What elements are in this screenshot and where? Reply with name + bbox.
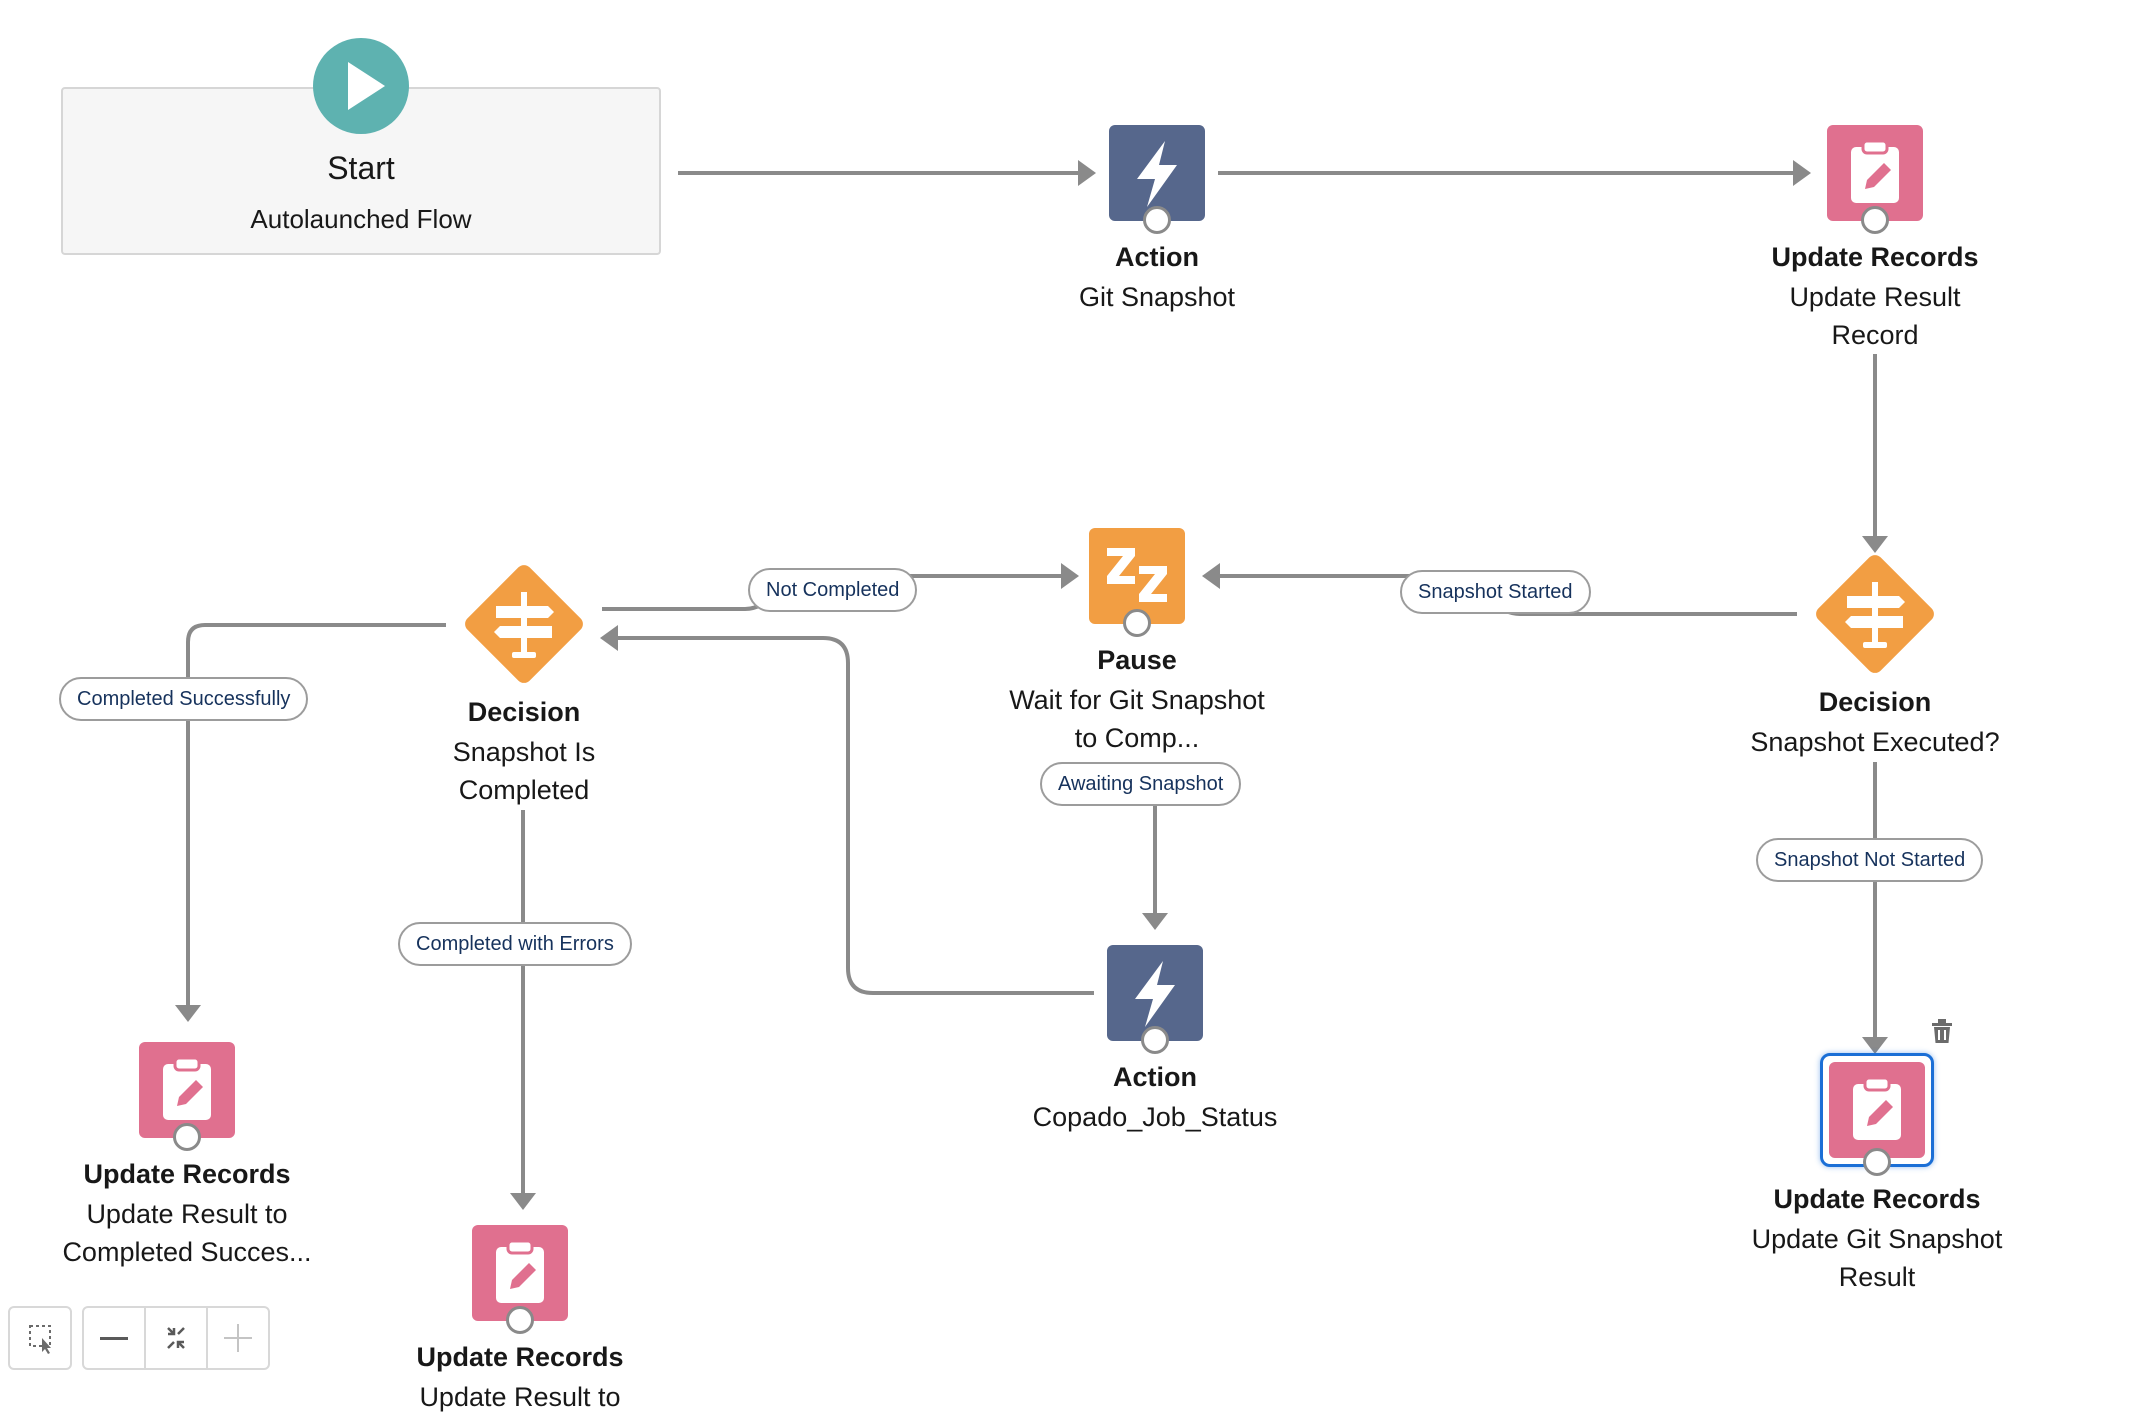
select-elements-button[interactable]: [8, 1306, 72, 1370]
edge-job-status-to-decision: [612, 636, 1094, 995]
start-subtitle: Autolaunched Flow: [250, 204, 472, 234]
node-type: Update Records: [1773, 1184, 1981, 1214]
node-connector[interactable]: [1861, 206, 1889, 234]
node-label: Git Snapshot: [1078, 282, 1236, 312]
node-connector[interactable]: [1143, 206, 1171, 234]
select-elements-icon: [29, 1325, 51, 1354]
lightning-icon[interactable]: [1109, 125, 1205, 221]
edge-label-snapshot-started[interactable]: Snapshot Started: [1400, 570, 1591, 614]
play-icon: [313, 38, 409, 134]
edge-label-not-completed[interactable]: Not Completed: [748, 568, 918, 612]
signpost-icon[interactable]: [1809, 548, 1941, 680]
node-type: Decision: [467, 697, 581, 727]
node-label: Update Result to Completed Succes...: [62, 1199, 312, 1267]
node-type: Action: [1115, 242, 1199, 272]
clipboard-edit-icon[interactable]: [1827, 125, 1923, 221]
node-label: Update Result Record: [1789, 282, 1961, 350]
clipboard-edit-icon[interactable]: [1829, 1062, 1925, 1158]
edge-label-snapshot-not-started[interactable]: Snapshot Not Started: [1756, 838, 1984, 882]
zoom-in-button[interactable]: [206, 1306, 270, 1370]
sleep-zz-icon[interactable]: [1089, 528, 1185, 624]
node-type: Update Records: [83, 1159, 291, 1189]
fit-to-view-button[interactable]: [144, 1306, 208, 1370]
node-type: Action: [1113, 1062, 1197, 1092]
node-type: Decision: [1818, 687, 1932, 717]
start-title: Start: [327, 150, 395, 186]
node-label: Snapshot Is Completed: [452, 737, 596, 805]
node-label: Update Git Snapshot Result: [1751, 1224, 2003, 1292]
plus-icon: [224, 1324, 252, 1352]
fit-to-view-icon: [167, 1327, 185, 1349]
node-type: Pause: [1097, 645, 1177, 675]
edge-label-awaiting-snapshot[interactable]: Awaiting Snapshot: [1040, 762, 1242, 806]
node-label: Copado_Job_Status: [1032, 1102, 1278, 1132]
signpost-icon[interactable]: [458, 558, 590, 690]
node-label: Wait for Git Snapshot to Comp...: [1009, 685, 1265, 753]
node-connector[interactable]: [1863, 1148, 1891, 1176]
node-connector[interactable]: [1141, 1026, 1169, 1054]
node-connector[interactable]: [506, 1306, 534, 1334]
clipboard-edit-icon[interactable]: [472, 1225, 568, 1321]
trash-icon[interactable]: [1930, 1018, 1954, 1044]
node-connector[interactable]: [1123, 609, 1151, 637]
node-type: Update Records: [416, 1342, 624, 1372]
minus-icon: [100, 1337, 128, 1340]
node-label: Update Result to: [419, 1382, 621, 1412]
node-type: Update Records: [1771, 242, 1979, 272]
node-connector[interactable]: [173, 1123, 201, 1151]
node-label: Snapshot Executed?: [1750, 727, 2000, 757]
edge-label-completed-successfully[interactable]: Completed Successfully: [59, 677, 309, 721]
lightning-icon[interactable]: [1107, 945, 1203, 1041]
edge-decision-to-update-completed: [186, 623, 446, 1010]
clipboard-edit-icon[interactable]: [139, 1042, 235, 1138]
edge-label-completed-with-errors[interactable]: Completed with Errors: [398, 922, 632, 966]
zoom-out-button[interactable]: [82, 1306, 146, 1370]
